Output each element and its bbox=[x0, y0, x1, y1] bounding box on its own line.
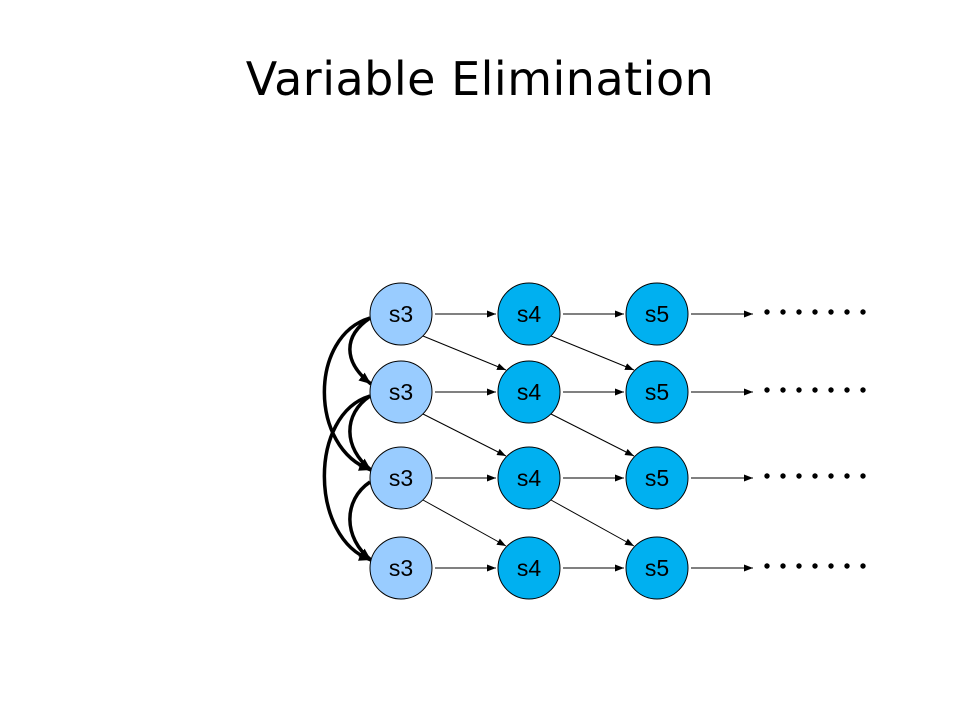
dot bbox=[860, 387, 866, 393]
dot bbox=[764, 563, 770, 569]
node-label: s4 bbox=[517, 301, 542, 327]
dot bbox=[844, 563, 850, 569]
node-circle bbox=[625, 446, 689, 510]
node-row4-s3: s3 bbox=[369, 536, 433, 600]
dot bbox=[812, 387, 818, 393]
node-label: s5 bbox=[645, 379, 669, 405]
node-label: s3 bbox=[389, 465, 413, 491]
node-label: s5 bbox=[645, 301, 669, 327]
edges-layer bbox=[322, 310, 753, 572]
node-row4-s5: s5 bbox=[625, 536, 689, 600]
node-label: s5 bbox=[645, 555, 669, 581]
dot bbox=[796, 309, 802, 315]
node-label: s4 bbox=[517, 379, 542, 405]
dot bbox=[764, 309, 770, 315]
nodes-layer: s3 s4 s5 s3 s4 s5 s3 s4 s5 s3 s4 s5 bbox=[369, 282, 689, 600]
node-circle bbox=[625, 282, 689, 346]
dot bbox=[844, 387, 850, 393]
node-circle bbox=[625, 360, 689, 424]
dot bbox=[828, 309, 834, 315]
node-label: s3 bbox=[389, 555, 413, 581]
dot bbox=[780, 387, 786, 393]
dot bbox=[812, 563, 818, 569]
node-row1-s3: s3 bbox=[369, 282, 433, 346]
dot bbox=[796, 473, 802, 479]
continuation-dots-row2 bbox=[764, 387, 866, 393]
dot bbox=[860, 309, 866, 315]
arc-s3-row3-to-row4 bbox=[348, 480, 373, 562]
dot bbox=[828, 473, 834, 479]
dot bbox=[796, 563, 802, 569]
node-label: s3 bbox=[389, 301, 413, 327]
node-label: s3 bbox=[389, 379, 413, 405]
edge-diag-row3-s4-to-row4 bbox=[550, 499, 635, 547]
edge-diag-row2-s4-to-row3 bbox=[550, 413, 635, 457]
node-row2-s5: s5 bbox=[625, 360, 689, 424]
arc-s3-row2-to-row3 bbox=[348, 394, 373, 472]
dot bbox=[764, 387, 770, 393]
node-circle bbox=[369, 536, 433, 600]
node-row1-s4: s4 bbox=[497, 282, 561, 346]
node-circle bbox=[625, 536, 689, 600]
dot bbox=[844, 473, 850, 479]
edge-diag-row1-s4-to-row2 bbox=[550, 335, 635, 371]
dot bbox=[860, 473, 866, 479]
dot bbox=[828, 387, 834, 393]
slide-title: Variable Elimination bbox=[245, 52, 715, 106]
dot bbox=[812, 309, 818, 315]
node-row3-s4: s4 bbox=[497, 446, 561, 510]
node-row3-s3: s3 bbox=[369, 446, 433, 510]
node-row4-s4: s4 bbox=[497, 536, 561, 600]
continuation-dots-row3 bbox=[764, 473, 866, 479]
node-label: s5 bbox=[645, 465, 669, 491]
dot bbox=[780, 563, 786, 569]
node-row2-s3: s3 bbox=[369, 360, 433, 424]
dot bbox=[780, 473, 786, 479]
edge-diag-row1-s3-to-row2 bbox=[422, 335, 507, 371]
edge-diag-row3-s3-to-row4 bbox=[422, 499, 507, 547]
node-label: s4 bbox=[517, 555, 542, 581]
edge-diag-row2-s3-to-row3 bbox=[422, 413, 507, 457]
continuation-dots-row1 bbox=[764, 309, 866, 315]
dot bbox=[844, 309, 850, 315]
node-label: s4 bbox=[517, 465, 542, 491]
node-row1-s5: s5 bbox=[625, 282, 689, 346]
arc-s3-row1-to-row3 bbox=[322, 316, 372, 472]
arc-s3-row2-to-row4 bbox=[322, 394, 372, 562]
continuation-dots-layer bbox=[764, 309, 866, 569]
node-circle bbox=[369, 282, 433, 346]
arc-s3-row1-to-row2 bbox=[348, 316, 373, 386]
continuation-dots-row4 bbox=[764, 563, 866, 569]
node-circle bbox=[369, 446, 433, 510]
node-row3-s5: s5 bbox=[625, 446, 689, 510]
dot bbox=[828, 563, 834, 569]
node-circle bbox=[497, 360, 561, 424]
node-circle bbox=[369, 360, 433, 424]
dot bbox=[812, 473, 818, 479]
node-row2-s4: s4 bbox=[497, 360, 561, 424]
dot bbox=[796, 387, 802, 393]
dot bbox=[764, 473, 770, 479]
node-circle bbox=[497, 536, 561, 600]
node-circle bbox=[497, 446, 561, 510]
node-circle bbox=[497, 282, 561, 346]
dot bbox=[860, 563, 866, 569]
dot bbox=[780, 309, 786, 315]
